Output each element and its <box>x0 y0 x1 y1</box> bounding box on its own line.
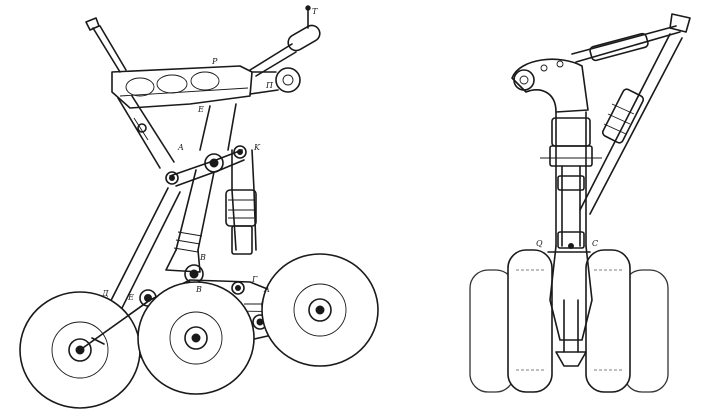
label-rear-link-2: E <box>127 293 134 302</box>
side-view: T P П E A K B B Г A Д E <box>19 5 379 409</box>
label-mid-joint-2: K <box>253 143 261 152</box>
lower-strut <box>165 169 215 273</box>
front-tires-back <box>469 269 669 393</box>
label-upper-brace-3: E <box>197 105 204 114</box>
label-rear-link-1: Д <box>101 289 109 298</box>
front-tires-near <box>507 249 631 393</box>
wheel-middle <box>137 281 255 395</box>
upper-beam <box>111 65 253 109</box>
label-lower-joint-1: B <box>199 253 206 262</box>
label-side-right: C <box>592 239 598 248</box>
wheel-rear <box>261 253 379 367</box>
front-actuator <box>571 13 691 63</box>
upper-bolt <box>85 17 127 73</box>
front-view: Q C <box>469 13 691 393</box>
trunnion-fitting <box>249 67 301 95</box>
drag-strut-upper <box>117 95 175 169</box>
label-upper-brace-2: П <box>265 81 274 90</box>
label-upper-brace-1: P <box>211 57 218 66</box>
label-lower-joint-3: Г <box>251 275 258 284</box>
front-main-strut <box>540 111 602 249</box>
label-mid-joint-1: A <box>177 143 184 152</box>
label-lower-joint-2: B <box>195 285 202 294</box>
front-yoke <box>511 58 589 113</box>
label-lower-joint-4: A <box>263 285 270 294</box>
front-side-brace <box>579 33 683 215</box>
front-axle <box>547 243 593 367</box>
torque-link <box>165 145 247 187</box>
top-actuator <box>249 5 321 77</box>
main-strut <box>199 103 257 255</box>
label-side-left: Q <box>536 239 543 248</box>
label-top-tag: T <box>312 7 318 16</box>
